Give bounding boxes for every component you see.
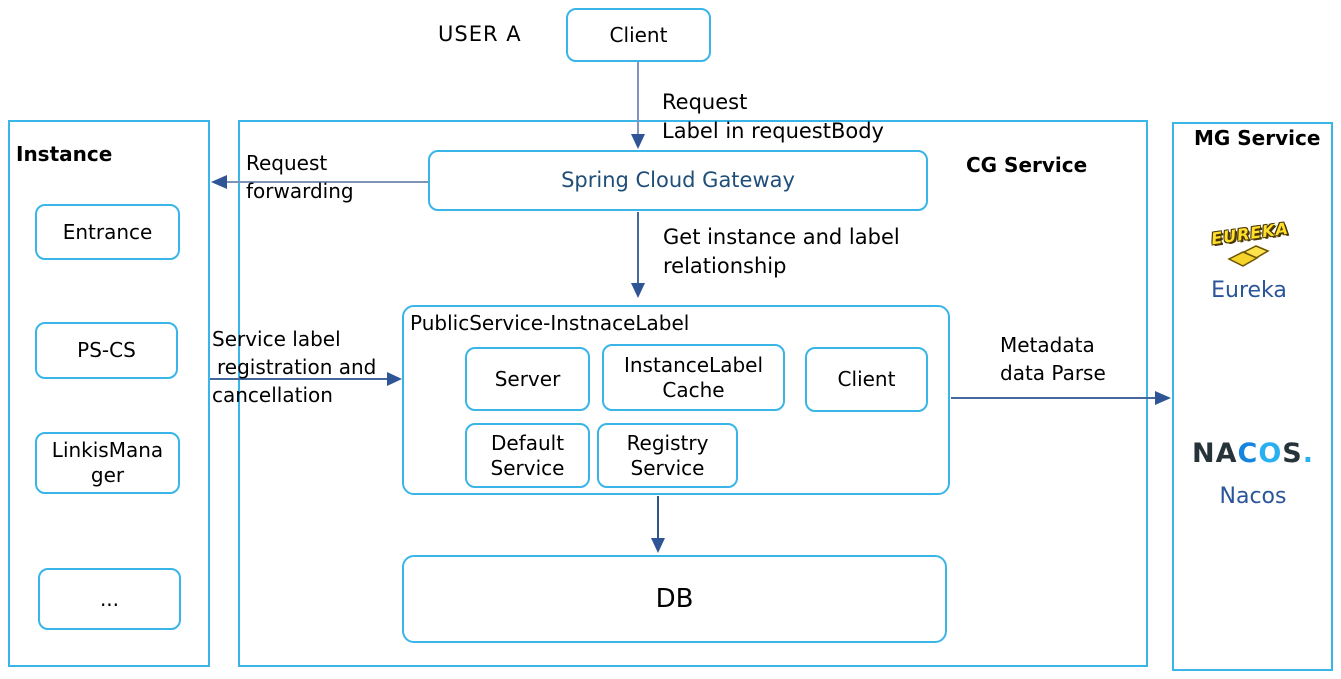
nacos-logo-o: O <box>1258 438 1283 469</box>
default-service-node: Default Service <box>465 423 590 488</box>
eureka-caption: Eureka <box>1211 278 1287 303</box>
linkismanager-node: LinkisManager <box>35 432 180 494</box>
service-label-registration-line3: cancellation <box>212 383 333 407</box>
instance-panel-title: Instance <box>16 142 113 166</box>
metadata-parse-label: Metadata data Parse <box>1000 331 1106 387</box>
eureka-logo-icon: EUREKA <box>1192 219 1308 273</box>
request-body-label-line1: Request <box>662 90 748 114</box>
registry-service-node: Registry Service <box>597 423 738 488</box>
client-node-label: Client <box>609 22 668 47</box>
get-instance-label-line1: Get instance and label <box>663 225 900 249</box>
default-service-label: Default Service <box>490 430 565 480</box>
user-a-label: USER A <box>438 22 522 46</box>
entrance-node-label: Entrance <box>62 219 153 244</box>
service-label-registration-line1: Service label <box>212 327 341 351</box>
service-label-registration-line2: registration and <box>217 355 377 379</box>
nacos-logo-icon: NACOS. <box>1178 438 1328 469</box>
get-instance-label-line2: relationship <box>663 254 787 278</box>
more-instances-label: ... <box>99 586 120 611</box>
metadata-parse-line2: data Parse <box>1000 361 1106 385</box>
server-node: Server <box>465 347 590 411</box>
nacos-logo-na: NA <box>1192 438 1238 469</box>
gold-bars-icon <box>1227 245 1270 267</box>
client-inner-node: Client <box>805 347 928 412</box>
publicservice-instancelabel-title: PublicService-InstnaceLabel <box>410 311 690 335</box>
request-forwarding-line1: Request <box>246 151 328 175</box>
nacos-logo-dot: . <box>1302 438 1314 469</box>
db-node: DB <box>402 555 947 643</box>
request-forwarding-label: Request forwarding <box>246 149 354 205</box>
nacos-logo-c: C <box>1237 438 1259 469</box>
cg-service-panel-title: CG Service <box>966 153 1088 177</box>
nacos-caption: Nacos <box>1219 484 1287 509</box>
request-body-label-line2: Label in requestBody <box>662 119 884 143</box>
request-forwarding-line2: forwarding <box>246 179 354 203</box>
linkismanager-node-label: LinkisManager <box>51 438 164 487</box>
ps-cs-node: PS-CS <box>35 322 178 379</box>
instancelabel-cache-node: InstanceLabel Cache <box>602 344 785 411</box>
entrance-node: Entrance <box>35 204 180 260</box>
more-instances-node: ... <box>38 568 181 630</box>
mg-service-panel-title: MG Service <box>1194 126 1321 150</box>
request-body-label: Request Label in requestBody <box>662 88 884 146</box>
client-node: Client <box>566 8 711 62</box>
mg-service-panel <box>1172 122 1333 671</box>
registry-service-label: Registry Service <box>626 430 709 480</box>
get-instance-label: Get instance and label relationship <box>663 223 900 281</box>
client-inner-node-label: Client <box>837 367 896 391</box>
db-node-label: DB <box>655 583 694 614</box>
metadata-parse-line1: Metadata <box>1000 333 1095 357</box>
nacos-logo-s: S <box>1282 438 1303 469</box>
service-label-registration-label: Service label registration and cancellat… <box>212 325 376 409</box>
spring-cloud-gateway-label: Spring Cloud Gateway <box>561 168 795 193</box>
spring-cloud-gateway-node: Spring Cloud Gateway <box>428 150 928 211</box>
server-node-label: Server <box>494 366 561 391</box>
ps-cs-node-label: PS-CS <box>77 338 136 362</box>
instancelabel-cache-label: InstanceLabel Cache <box>623 352 764 402</box>
